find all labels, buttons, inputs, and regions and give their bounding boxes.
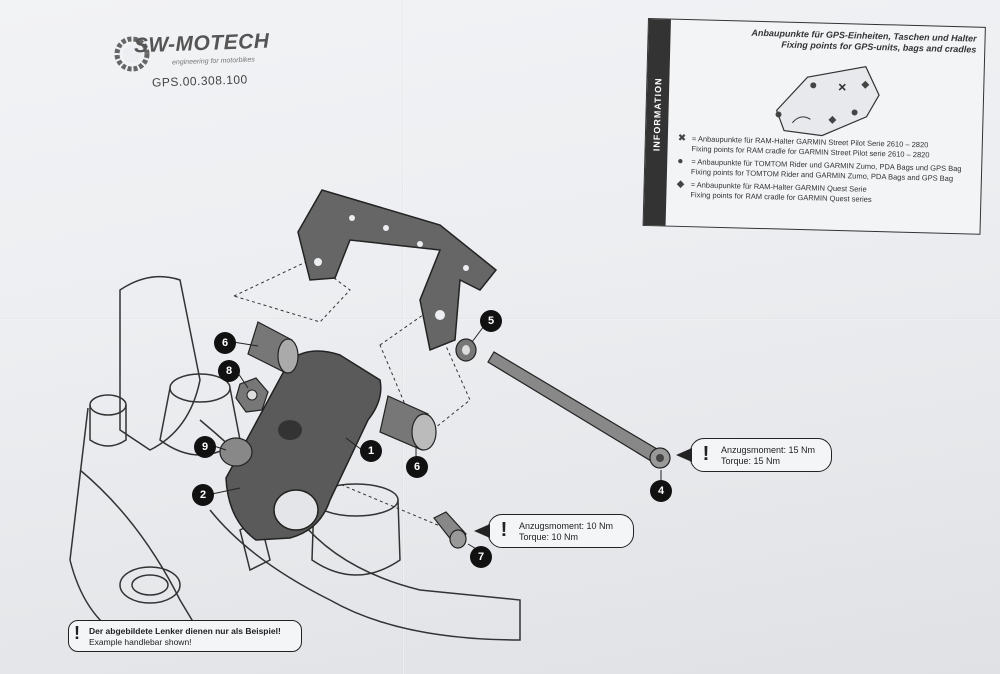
part-label-2: 2 [192, 484, 214, 506]
handlebar-outline [119, 275, 201, 451]
spacer-sleeve-upper [247, 321, 299, 374]
part-label-4: 4 [650, 480, 672, 502]
torque-callout-10nm: ! Anzugsmoment: 10 Nm Torque: 10 Nm [488, 514, 634, 548]
part-label-6-upper: 6 [214, 332, 236, 354]
brand-logo: SW-MOTECH engineering for motorbikes GPS… [112, 30, 272, 90]
paper-fold-vertical [402, 0, 404, 674]
part-label-1: 1 [360, 440, 382, 462]
short-bolt [433, 511, 467, 549]
callout-pointer-icon [676, 448, 692, 462]
bracket-thumbnail [775, 66, 880, 137]
torque-en: Torque: 15 Nm [721, 456, 781, 466]
warning-icon: ! [702, 443, 710, 465]
spacer-washer-lower [219, 437, 253, 467]
torque-de: Anzugsmoment: 15 Nm [721, 445, 816, 455]
notice-en: Example handlebar shown! [89, 637, 192, 647]
part-label-6-lower: 6 [406, 456, 428, 478]
torque-en: Torque: 10 Nm [519, 532, 579, 542]
torque-callout-15nm: ! Anzugsmoment: 15 Nm Torque: 15 Nm [690, 438, 832, 472]
part-label-9: 9 [194, 436, 216, 458]
hex-nut [235, 377, 269, 413]
dashed-guide-upper [232, 259, 351, 323]
riser-block [225, 350, 382, 541]
callout-pointer-icon [474, 524, 490, 538]
warning-icon: ! [74, 623, 80, 643]
notice-de: Der abgebildete Lenker dienen nur als Be… [89, 626, 281, 636]
handlebar-notice: ! Der abgebildete Lenker dienen nur als … [68, 620, 302, 652]
long-bolt [487, 351, 671, 469]
part-label-5: 5 [480, 310, 502, 332]
part-label-8: 8 [218, 360, 240, 382]
torque-de: Anzugsmoment: 10 Nm [519, 521, 614, 531]
dot-marker-icon [810, 82, 817, 89]
warning-icon: ! [500, 519, 508, 541]
part-label-7: 7 [470, 546, 492, 568]
washer-upper [455, 338, 477, 362]
gps-mount-bracket [297, 189, 498, 352]
information-box: INFORMATION Anbaupunkte für GPS-Einheite… [642, 18, 986, 235]
cross-marker-icon [838, 83, 846, 91]
gear-logo-icon [114, 36, 150, 72]
spacer-sleeve-lower [379, 395, 437, 451]
diamond-marker-icon [828, 115, 837, 124]
